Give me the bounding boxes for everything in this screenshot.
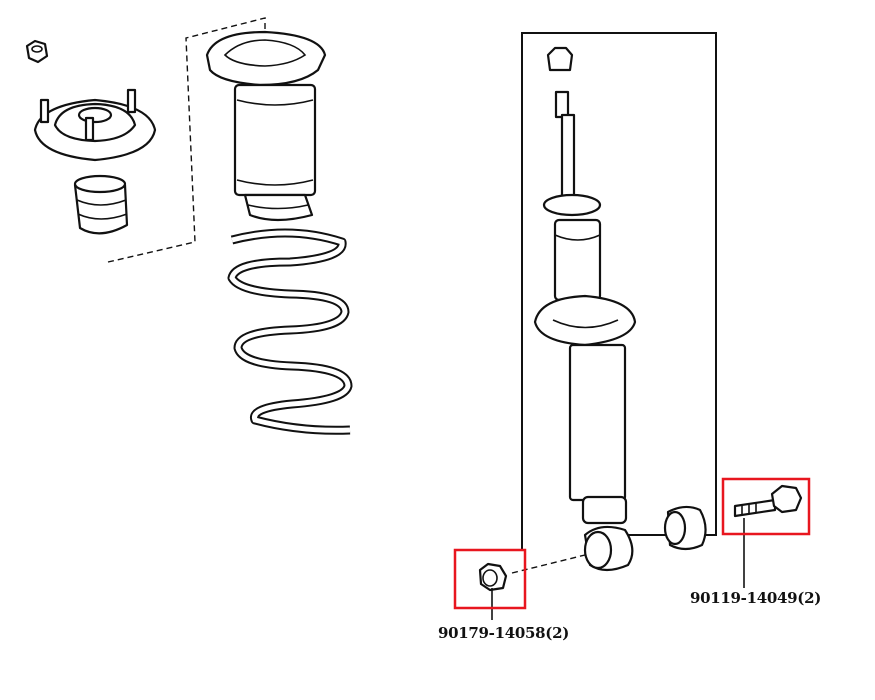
bolt-90119-part bbox=[733, 484, 803, 518]
upper-nut-part bbox=[25, 39, 49, 64]
shock-absorber-part bbox=[533, 46, 637, 572]
assembly-guide-line bbox=[107, 17, 266, 263]
dust-boot-part bbox=[205, 30, 327, 222]
bushing-part bbox=[663, 505, 707, 551]
part-number-label-nut[interactable]: 90179-14058(2) bbox=[438, 624, 570, 642]
bump-stopper-part bbox=[73, 174, 129, 235]
highlight-box-bolt[interactable] bbox=[721, 477, 811, 536]
nut-90179-part bbox=[478, 562, 508, 592]
nut-guide-line bbox=[511, 554, 586, 574]
part-number-label-bolt[interactable]: 90119-14049(2) bbox=[690, 589, 822, 607]
strut-mount-part bbox=[33, 88, 157, 162]
highlight-box-nut[interactable] bbox=[453, 548, 527, 610]
coil-spring-part bbox=[227, 228, 353, 435]
